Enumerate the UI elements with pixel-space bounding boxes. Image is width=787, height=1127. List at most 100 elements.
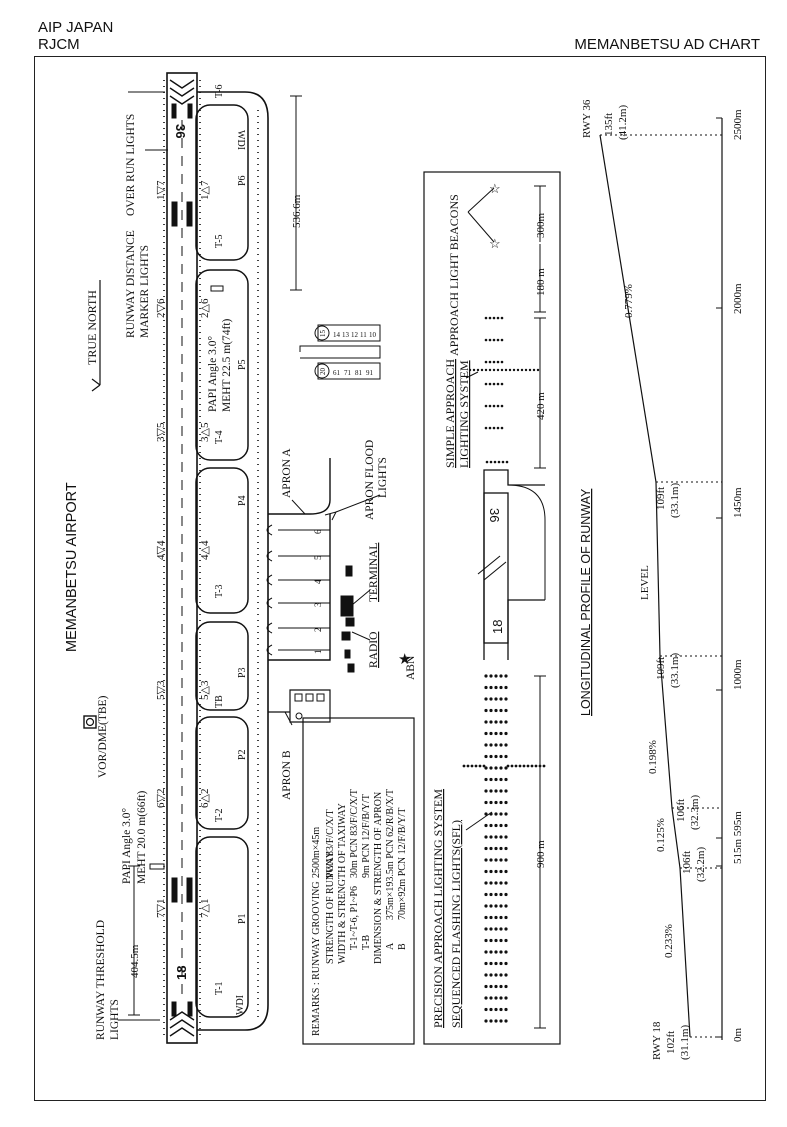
remarks-label: WIDTH & STRENGTH OF TAXIWAY <box>337 803 348 964</box>
distance-marker: 6▽2 <box>155 789 167 808</box>
slope-label: 0.233% <box>663 924 675 958</box>
approach-light <box>504 731 508 736</box>
taxiway-label: T-6 <box>214 84 225 98</box>
flood-light-leader <box>335 494 381 513</box>
approach-light <box>484 938 488 943</box>
gate-connector <box>299 345 381 359</box>
approach-light <box>499 777 503 782</box>
approach-light <box>489 777 493 782</box>
distance-marker: 3△5 <box>199 422 211 442</box>
north-arrow-head <box>91 378 101 392</box>
lighting-rwy-18: 18 <box>490 620 505 634</box>
taxiway-label: T-3 <box>214 584 225 598</box>
approach-light <box>504 823 508 828</box>
slope-label: LEVEL <box>639 565 651 600</box>
approach-light <box>504 1007 508 1012</box>
simple-approach-light <box>496 404 500 408</box>
profile-scale: 2000m <box>732 283 744 314</box>
simple-crossbar-light <box>476 368 480 372</box>
runway-break-mark <box>477 555 507 581</box>
simple-approach-light <box>492 338 496 342</box>
approach-light <box>484 685 488 690</box>
remarks-value: 30m PCN 83/F/C/X/T <box>349 789 360 878</box>
simple-crossbar-light <box>468 368 472 372</box>
simple-crossbar-light <box>488 368 492 372</box>
gate-circle <box>314 363 330 379</box>
gate-row-upper <box>317 324 381 342</box>
approach-light <box>489 846 493 851</box>
approach-light <box>489 731 493 736</box>
simple-approach-light <box>484 426 488 430</box>
approach-light <box>504 800 508 805</box>
simple-crossbar-light <box>484 368 488 372</box>
approach-light <box>489 927 493 931</box>
remarks-value: 9m PCN 12/F/B/Y/T <box>361 794 372 878</box>
papi-south-meht: MEHT 20.0 m(66ft) <box>136 790 148 884</box>
distance-marker: 4▽4 <box>155 540 167 560</box>
approach-light <box>489 720 493 724</box>
approach-light <box>499 892 503 897</box>
taxiway-block-p5 <box>195 269 249 461</box>
approach-lights <box>462 316 546 1023</box>
approach-light <box>489 915 493 920</box>
approach-light <box>499 846 503 851</box>
approach-light <box>504 915 508 920</box>
stand-number: 5 <box>313 555 323 560</box>
elev-m: (33.1m) <box>669 483 681 518</box>
lighting-runway <box>483 492 509 644</box>
approach-light <box>489 973 493 977</box>
approach-light <box>489 869 493 874</box>
approach-light <box>499 720 503 724</box>
simple-approach-title-2: LIGHTING SYSTEM <box>457 360 471 468</box>
simple-crossbar-light <box>496 368 500 372</box>
crossbar-light <box>522 764 526 768</box>
simple-approach-light <box>488 316 492 320</box>
approach-light <box>499 915 503 920</box>
apron-b-stand <box>305 693 314 702</box>
approach-light <box>484 869 488 874</box>
simple-approach-light <box>500 404 504 408</box>
gate-number: 61 <box>333 369 341 377</box>
approach-light <box>489 984 493 989</box>
dim-404 <box>128 865 140 1016</box>
simple-crossbar-light <box>480 368 484 372</box>
vor-label: VOR/DME(TBE) <box>97 695 109 778</box>
simple-approach-light <box>500 338 504 342</box>
parking-label: P4 <box>237 495 248 506</box>
approach-light <box>484 720 488 724</box>
approach-light <box>504 927 508 931</box>
simple-approach-light <box>484 360 488 364</box>
approach-light <box>484 754 488 759</box>
dim-420 <box>534 317 546 469</box>
simple-approach-title: SIMPLE APPROACH <box>443 359 457 468</box>
approach-light <box>494 973 498 977</box>
approach-light <box>504 789 508 793</box>
profile-scale: 515m 595m <box>732 811 744 864</box>
approach-light <box>494 766 498 770</box>
sfl-label: SEQUENCED FLASHING LIGHTS(SFL) <box>449 820 463 1028</box>
chart-title: MEMANBETSU AD CHART <box>574 36 760 53</box>
profile-scale: 2500m <box>732 109 744 140</box>
taxiway-label: T-5 <box>214 234 225 248</box>
taxiway-label: T-4 <box>214 430 225 444</box>
approach-light <box>499 697 503 701</box>
approach-light <box>484 823 488 828</box>
star-icon: ☆ <box>489 181 501 196</box>
elev-ft: 106ft <box>675 799 687 822</box>
touchdown-marking <box>186 201 193 227</box>
distance-marker: 5△3 <box>199 680 211 700</box>
dim-900 <box>534 675 546 1029</box>
approach-light <box>484 904 488 908</box>
approach-light <box>504 766 508 770</box>
approach-light <box>504 996 508 1000</box>
touchdown-marking <box>171 201 178 227</box>
remarks-box <box>302 717 415 1045</box>
gate-number: 14 <box>333 331 341 339</box>
profile-line <box>599 134 691 1038</box>
approach-light <box>489 996 493 1000</box>
approach-light <box>494 789 498 793</box>
simple-crossbar-light <box>516 368 520 372</box>
terminal-building <box>345 565 353 577</box>
approach-light <box>499 743 503 747</box>
distance-marker: 1△7 <box>199 180 211 200</box>
